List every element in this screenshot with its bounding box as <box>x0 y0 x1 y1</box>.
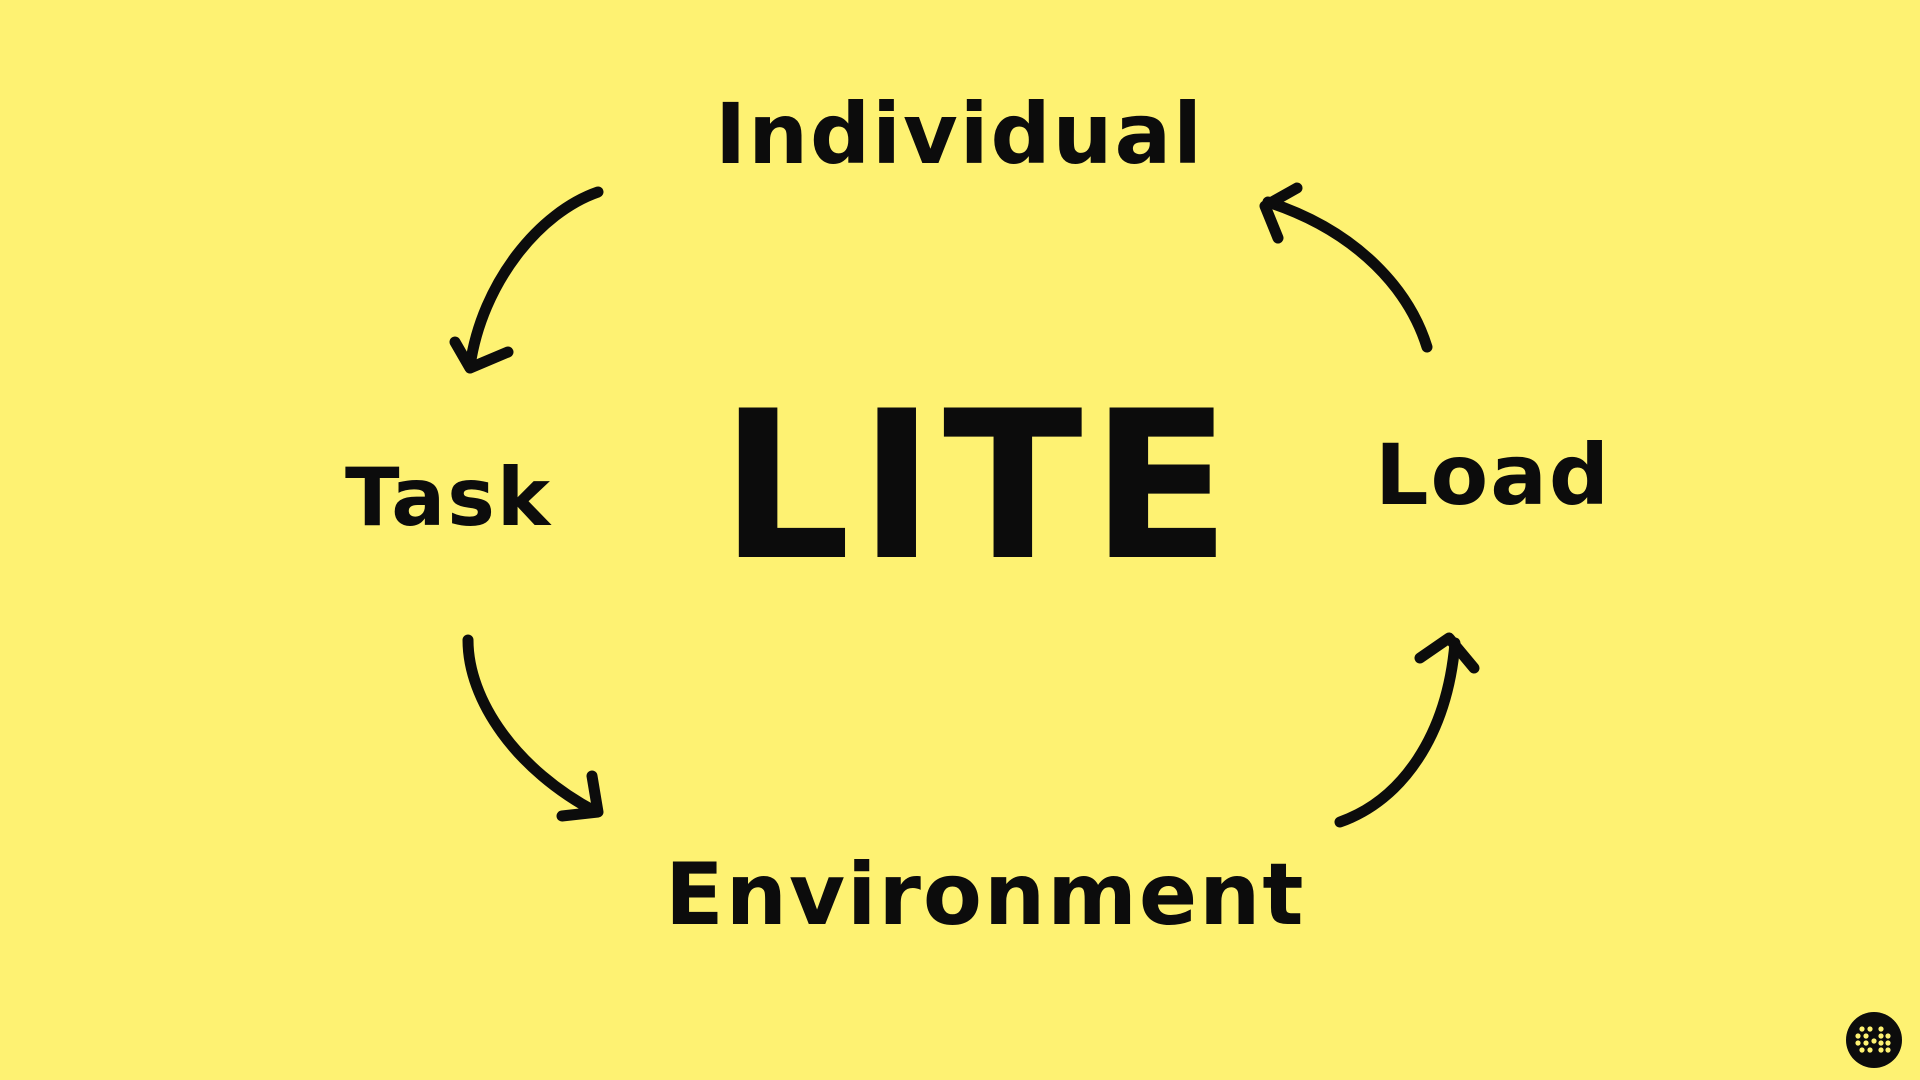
brand-logo <box>1846 1012 1902 1068</box>
node-load: Load <box>1375 426 1612 524</box>
center-title: LITE <box>720 368 1239 606</box>
node-task: Task <box>345 451 553 544</box>
curved-arrow-up-left-icon <box>1259 182 1433 353</box>
dotted-h-logo-icon <box>1855 1026 1891 1053</box>
node-individual: Individual <box>715 85 1204 183</box>
curved-arrow-down-right-icon <box>462 634 604 822</box>
curved-arrow-down-left-icon <box>449 186 604 374</box>
curved-arrow-up-right-icon <box>1334 632 1480 828</box>
node-environment: Environment <box>665 845 1306 945</box>
